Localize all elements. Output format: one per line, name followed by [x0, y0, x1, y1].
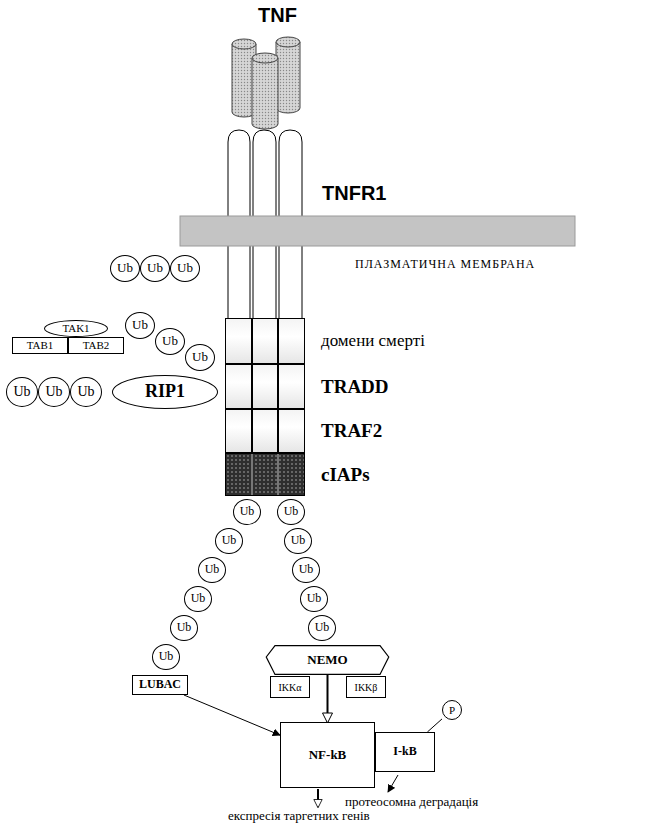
node-text: RIP1: [145, 382, 185, 402]
ubiquitin-circle: P: [442, 700, 462, 720]
nemo-hexagon: NEMO: [265, 645, 390, 675]
node-text: IKKβ: [355, 682, 378, 693]
connector-arrow: [327, 675, 329, 722]
node-text: Ub: [307, 592, 322, 605]
protein-box: I-kB: [375, 732, 435, 772]
ubiquitin-circle: Ub: [170, 615, 198, 641]
node-text: TAK1: [62, 322, 89, 334]
ubiquitin-circle: Ub: [184, 586, 212, 612]
protein-box: NF-kB: [280, 722, 375, 788]
ubiquitin-circle: Ub: [140, 255, 170, 282]
node-text: Ub: [13, 384, 30, 399]
plasma-membrane: [180, 216, 575, 246]
ubiquitin-circle: Ub: [6, 377, 38, 407]
node-text: Ub: [240, 505, 255, 518]
ubiquitin-circle: Ub: [284, 528, 312, 554]
domain-row: cIAPs: [225, 453, 305, 496]
protein-box: TAB2: [68, 337, 124, 354]
diagram-label: експресія таргетних генів: [228, 809, 370, 824]
domain-label: cIAPs: [321, 464, 370, 485]
ubiquitin-circle: Ub: [70, 377, 102, 407]
ubiquitin-circle: Ub: [308, 615, 336, 641]
node-text: Ub: [284, 505, 299, 518]
node-text: Ub: [132, 318, 148, 332]
node-text: Ub: [291, 534, 306, 547]
node-text: NF-kB: [309, 748, 347, 762]
ubiquitin-circle: Ub: [198, 557, 226, 583]
node-text: Ub: [205, 563, 220, 576]
domain-label: TRADD: [321, 376, 389, 397]
node-text: IKKα: [278, 682, 301, 693]
ubiquitin-circle: Ub: [277, 499, 305, 525]
domain-label: домени смерті: [321, 332, 425, 351]
node-text: Ub: [45, 384, 62, 399]
connector-arrow: [184, 695, 280, 735]
ubiquitin-circle: Ub: [170, 255, 200, 282]
domain-row: TRADD: [225, 364, 305, 409]
node-text: Ub: [299, 563, 314, 576]
diagram-label: TNF: [258, 4, 297, 27]
protein-box: LUBAC: [132, 675, 188, 695]
node-text: Ub: [192, 350, 208, 364]
node-text: LUBAC: [139, 678, 181, 691]
ubiquitin-circle: Ub: [292, 557, 320, 583]
ubiquitin-circle: Ub: [215, 528, 243, 554]
ubiquitin-circle: Ub: [300, 586, 328, 612]
ubiquitin-circle: Ub: [233, 499, 261, 525]
connector-arrow: [427, 719, 442, 732]
node-text: Ub: [191, 592, 206, 605]
diagram-label: ПЛАЗМАТИЧНА МЕМБРАНА: [355, 258, 535, 272]
ubiquitin-circle: Ub: [38, 377, 70, 407]
node-text: I-kB: [393, 745, 416, 758]
domain-row: домени смерті: [225, 318, 305, 364]
node-text: Ub: [315, 621, 330, 634]
node-text: Ub: [159, 650, 174, 663]
protein-box: TAB1: [12, 337, 68, 354]
tnf-trimer: [232, 37, 300, 129]
domain-row: TRAF2: [225, 409, 305, 453]
protein-box: IKKβ: [346, 676, 386, 698]
ubiquitin-circle: Ub: [110, 255, 140, 282]
node-text: TAB1: [27, 339, 54, 351]
protein-box: IKKα: [270, 676, 310, 698]
node-text: Ub: [147, 261, 163, 275]
diagram-label: TNFR1: [322, 182, 386, 205]
protein-ellipse: TAK1: [44, 320, 108, 337]
ubiquitin-circle: Ub: [185, 344, 215, 371]
diagram-label: протеосомна деградація: [345, 795, 478, 810]
degradation-arrow: [388, 775, 398, 792]
node-text: Ub: [77, 384, 94, 399]
node-text: P: [449, 704, 455, 716]
protein-ellipse: RIP1: [112, 375, 218, 409]
node-text: Ub: [162, 334, 178, 348]
node-text: TAB2: [83, 339, 110, 351]
node-text: NEMO: [307, 653, 347, 667]
domain-label: TRAF2: [321, 421, 382, 442]
node-text: Ub: [222, 534, 237, 547]
expression-arrow: [317, 789, 319, 807]
node-text: Ub: [177, 261, 193, 275]
ubiquitin-circle: Ub: [155, 328, 185, 355]
node-text: Ub: [117, 261, 133, 275]
node-text: Ub: [177, 621, 192, 634]
ubiquitin-circle: Ub: [125, 312, 155, 339]
ubiquitin-circle: Ub: [152, 644, 180, 670]
